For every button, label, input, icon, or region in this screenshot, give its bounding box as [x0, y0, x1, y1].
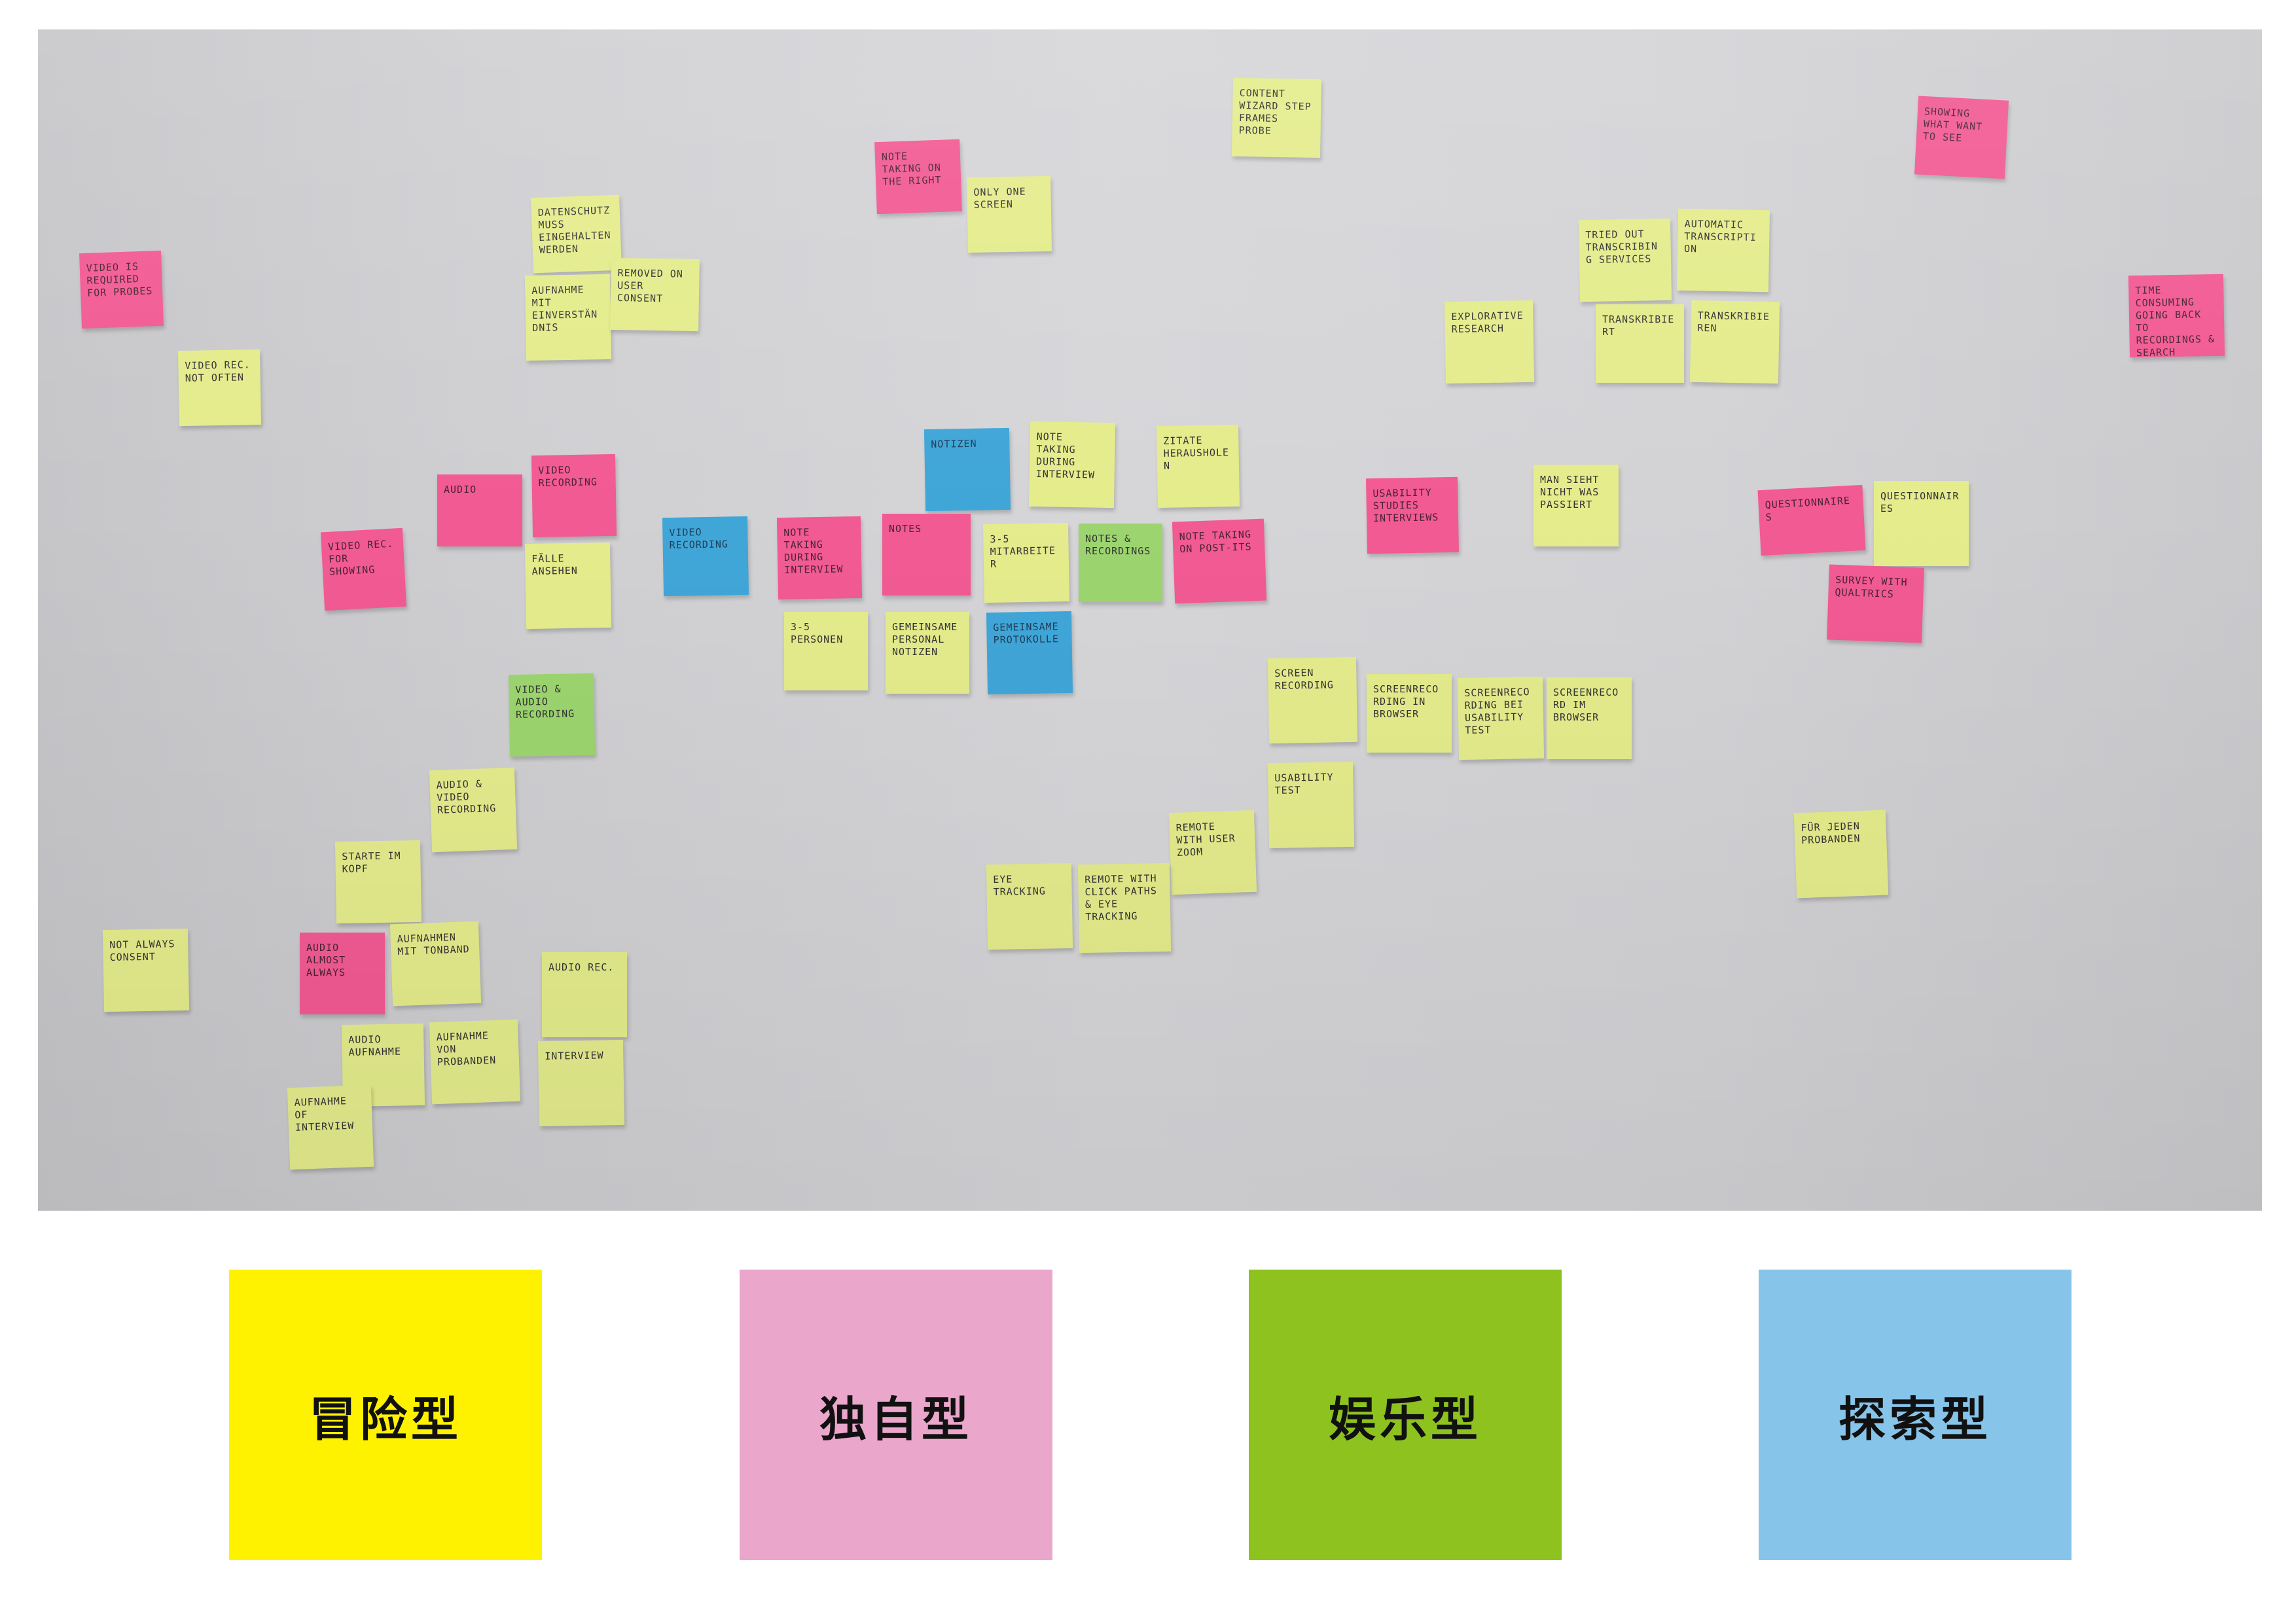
sticky-note: USABILITY TEST — [1267, 761, 1355, 849]
sticky-note-wall-photo: CONTENT WIZARD STEP FRAMES PROBE SHOWING… — [38, 29, 2262, 1211]
sticky-note: TRANSKRIBIEREN — [1689, 300, 1780, 384]
sticky-note: EXPLORATIVE RESEARCH — [1444, 300, 1535, 384]
sticky-note: AUDIO — [437, 474, 522, 546]
sticky-note: NOTE TAKING ON THE RIGHT — [874, 139, 962, 215]
sticky-note: NOTE TAKING DURING INTERVIEW — [1028, 421, 1116, 508]
sticky-note: AUFNAHMEN MIT TONBAND — [389, 921, 482, 1007]
sticky-note: SHOWING WHAT WANT TO SEE — [1914, 96, 2009, 179]
sticky-note: NOTIZEN — [924, 427, 1011, 512]
sticky-note: DATENSCHUTZ MUSS EINGEHALTEN WERDEN — [531, 194, 622, 274]
sticky-note: GEMEINSAME PROTOKOLLE — [986, 611, 1073, 695]
sticky-note: STARTE IM KOPF — [334, 840, 422, 924]
sticky-note: TIME CONSUMING GOING BACK TO RECORDINGS … — [2128, 274, 2225, 358]
sticky-note: AUDIO & VIDEO RECORDING — [429, 767, 518, 853]
sticky-note: NOT ALWAYS CONSENT — [102, 928, 190, 1012]
sticky-note: GEMEINSAME PERSONAL NOTIZEN — [886, 612, 969, 694]
sticky-note: SCREENRECORDING IN BROWSER — [1367, 674, 1452, 753]
sticky-note: AUDIO REC. — [542, 952, 627, 1037]
sticky-note: FÄLLE ANSEHEN — [524, 542, 612, 630]
sticky-note: INTERVIEW — [537, 1039, 625, 1127]
sticky-note: VIDEO REC. NOT OFTEN — [178, 349, 261, 427]
sticky-note: TRIED OUT TRANSCRIBING SERVICES — [1578, 218, 1672, 302]
sticky-note: VIDEO REC. FOR SHOWING — [320, 527, 407, 611]
sticky-note: ONLY ONE SCREEN — [967, 175, 1052, 253]
sticky-note: VIDEO RECORDING — [662, 516, 749, 597]
sticky-note: VIDEO IS REQUIRED FOR PROBES — [79, 250, 164, 329]
sticky-note: REMOTE WITH CLICK PATHS & EYE TRACKING — [1077, 863, 1172, 954]
sticky-note: VIDEO RECORDING — [531, 454, 617, 538]
sticky-note: SCREENRECORDING BEI USABILITY TEST — [1457, 676, 1545, 760]
legend-label: 冒险型 — [308, 1391, 462, 1447]
sticky-note: QUESTIONNAIRES — [1874, 481, 1969, 566]
sticky-note: SCREENRECORD IM BROWSER — [1547, 677, 1632, 759]
sticky-note: CONTENT WIZARD STEP FRAMES PROBE — [1231, 77, 1322, 158]
sticky-note: AUTOMATIC TRANSCRIPTION — [1676, 208, 1770, 293]
sticky-note: 3-5 PERSONEN — [784, 612, 868, 690]
legend-swatch-exploration: 探索型 — [1759, 1270, 2072, 1560]
sticky-note: USABILITY STUDIES INTERVIEWS — [1366, 476, 1459, 554]
sticky-note: EYE TRACKING — [986, 863, 1073, 950]
sticky-note: REMOVED ON USER CONSENT — [610, 257, 700, 332]
sticky-note: REMOTE WITH USER ZOOM — [1168, 810, 1257, 895]
sticky-note: NOTE TAKING ON POST-ITS — [1172, 518, 1267, 604]
legend-label: 娱乐型 — [1328, 1391, 1482, 1447]
sticky-note: FÜR JEDEN PROBANDEN — [1793, 810, 1889, 899]
legend-swatch-adventure: 冒险型 — [229, 1270, 542, 1560]
sticky-note: 3-5 MITARBEITER — [982, 522, 1070, 603]
sticky-note: AUDIO ALMOST ALWAYS — [300, 933, 385, 1014]
sticky-note: SCREEN RECORDING — [1267, 656, 1358, 744]
sticky-note: MAN SIEHT NICHT WAS PASSIERT — [1534, 465, 1619, 546]
sticky-note: AUFNAHME MIT EINVERSTÄNDNIS — [524, 274, 612, 361]
sticky-note: QUESTIONNAIRES — [1757, 484, 1866, 556]
sticky-note: NOTE TAKING DURING INTERVIEW — [776, 516, 863, 600]
sticky-note: NOTES & RECORDINGS — [1079, 524, 1162, 602]
legend-label: 探索型 — [1838, 1391, 1992, 1447]
sticky-note: NOTES — [882, 514, 971, 596]
legend-label: 独自型 — [819, 1391, 973, 1447]
sticky-note: TRANSKRIBIERT — [1596, 304, 1684, 383]
sticky-note: AUFNAHME VON PROBANDEN — [429, 1019, 521, 1105]
legend-swatch-solo: 独自型 — [740, 1270, 1052, 1560]
sticky-note: SURVEY WITH QUALTRICS — [1827, 564, 1924, 643]
sticky-note: AUFNAHME OF INTERVIEW — [287, 1084, 374, 1170]
sticky-note: VIDEO & AUDIO RECORDING — [508, 673, 596, 757]
sticky-note: ZITATE HERAUSHOLEN — [1156, 424, 1240, 508]
legend-swatch-entertainment: 娱乐型 — [1249, 1270, 1562, 1560]
